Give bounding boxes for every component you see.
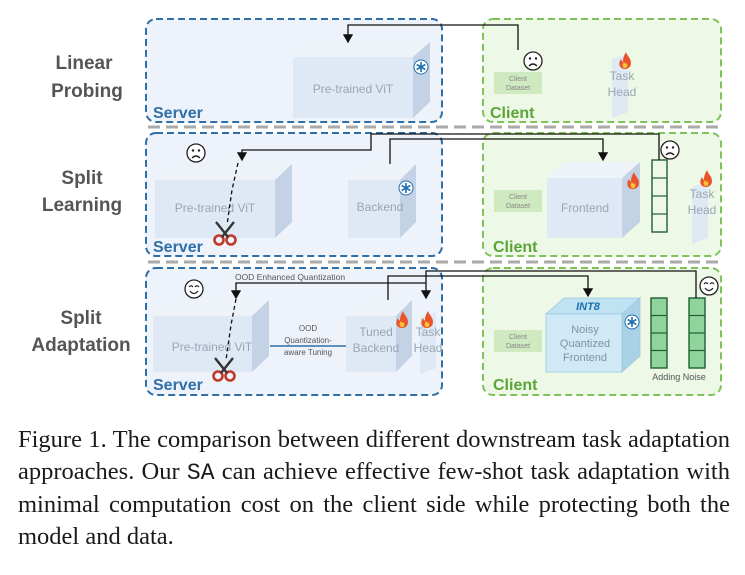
- svg-text:Probing: Probing: [51, 81, 123, 102]
- svg-text:Dataset: Dataset: [506, 85, 530, 92]
- ood-quant-tuning-label: OOD Quantization- aware Tuning: [284, 324, 332, 357]
- figure-caption: Figure 1. The comparison between differe…: [18, 424, 730, 553]
- cut-line-sl: [226, 162, 239, 226]
- row-label-split-learning: Split Learning: [42, 168, 122, 216]
- client-label-sl: Client: [493, 239, 538, 256]
- svg-text:Pre-trained ViT: Pre-trained ViT: [175, 201, 256, 215]
- svg-text:Linear: Linear: [55, 53, 113, 74]
- client-label-lp: Client: [490, 105, 535, 122]
- server-label-lp: Server: [153, 105, 203, 122]
- framework-diagram: Linear Probing Split Learning Split Adap…: [31, 18, 722, 396]
- caption-method-name: SA: [186, 460, 215, 486]
- cube-pretrained-vit-lp: Pre-trained ViT: [293, 42, 430, 118]
- svg-text:Frontend: Frontend: [563, 352, 607, 364]
- arrows-sl: [236, 133, 660, 164]
- svg-text:Dataset: Dataset: [506, 343, 530, 350]
- svg-text:Quantization-: Quantization-: [284, 336, 332, 345]
- svg-text:Pre-trained ViT: Pre-trained ViT: [313, 82, 394, 96]
- arrows-sa: [230, 270, 697, 300]
- row-label-split-adaptation: Split Adaptation: [31, 308, 130, 356]
- svg-text:Frontend: Frontend: [561, 201, 609, 215]
- svg-text:Client: Client: [509, 76, 527, 83]
- client-dataset-sa: Client Dataset: [494, 330, 542, 352]
- arrow-lp: [342, 24, 519, 50]
- svg-text:Backend: Backend: [357, 200, 404, 214]
- svg-text:Client: Client: [509, 194, 527, 201]
- svg-text:aware Tuning: aware Tuning: [284, 348, 332, 357]
- svg-text:Client: Client: [509, 334, 527, 341]
- sad-face-icon: [186, 143, 206, 163]
- cube-noisy-quantized-frontend: Noisy Quantized Frontend: [544, 297, 642, 373]
- sad-face-icon: [660, 140, 680, 160]
- svg-text:Tuned: Tuned: [359, 325, 393, 339]
- happy-face-icon: [699, 276, 719, 296]
- caption-text-2: can achieve effective few-shot task adap…: [18, 458, 730, 550]
- cube-pretrained-vit-sl: Pre-trained ViT: [155, 164, 292, 238]
- svg-text:Split: Split: [61, 168, 103, 189]
- svg-text:Task: Task: [690, 187, 716, 201]
- svg-text:Task: Task: [610, 69, 636, 83]
- svg-text:Quantized: Quantized: [560, 338, 610, 350]
- snowflake-icon: [624, 314, 640, 330]
- int8-badge: INT8: [576, 301, 601, 313]
- cube-tuned-backend-sa: Tuned Backend: [346, 300, 412, 372]
- svg-text:Dataset: Dataset: [506, 203, 530, 210]
- svg-text:OOD: OOD: [299, 324, 317, 333]
- client-box-linear-probing: [482, 18, 722, 123]
- adding-noise-label: Adding Noise: [652, 372, 706, 382]
- client-dataset-lp: Client Dataset: [494, 72, 542, 94]
- svg-text:Head: Head: [688, 203, 717, 217]
- cube-pretrained-vit-sa: Pre-trained ViT: [153, 300, 269, 372]
- svg-text:Split: Split: [60, 308, 102, 329]
- snowflake-icon: [398, 180, 414, 196]
- cut-line-sa: [225, 298, 237, 361]
- noisy-feature-stack-2: [688, 297, 706, 369]
- svg-text:Backend: Backend: [353, 341, 400, 355]
- caption-text-1: Figure 1. The comparison between differe…: [18, 426, 730, 485]
- task-head-sa: Task Head: [414, 312, 443, 374]
- client-dataset-sl: Client Dataset: [494, 190, 542, 212]
- sad-face-icon: [523, 51, 543, 71]
- feature-stack-sl: [651, 159, 668, 233]
- server-label-sa: Server: [153, 377, 203, 394]
- cube-backend-sl: Backend: [348, 164, 416, 238]
- row-label-linear-probing: Linear Probing: [51, 53, 123, 102]
- snowflake-icon: [413, 59, 429, 75]
- svg-text:Noisy: Noisy: [571, 324, 599, 336]
- svg-text:Adaptation: Adaptation: [31, 335, 130, 356]
- server-label-sl: Server: [153, 239, 203, 256]
- svg-text:Pre-trained ViT: Pre-trained ViT: [172, 340, 253, 354]
- ood-enhanced-quantization-label: OOD Enhanced Quantization: [235, 272, 345, 282]
- task-head-lp: Task Head: [608, 54, 637, 118]
- task-head-sl: Task Head: [688, 181, 717, 244]
- client-label-sa: Client: [493, 377, 538, 394]
- happy-face-icon: [184, 279, 204, 299]
- svg-text:Head: Head: [414, 341, 443, 355]
- svg-text:Learning: Learning: [42, 195, 122, 216]
- svg-text:Head: Head: [608, 85, 637, 99]
- noisy-feature-stack-1: [650, 297, 668, 369]
- cube-frontend-sl: Frontend: [547, 162, 640, 238]
- svg-text:Task: Task: [416, 325, 442, 339]
